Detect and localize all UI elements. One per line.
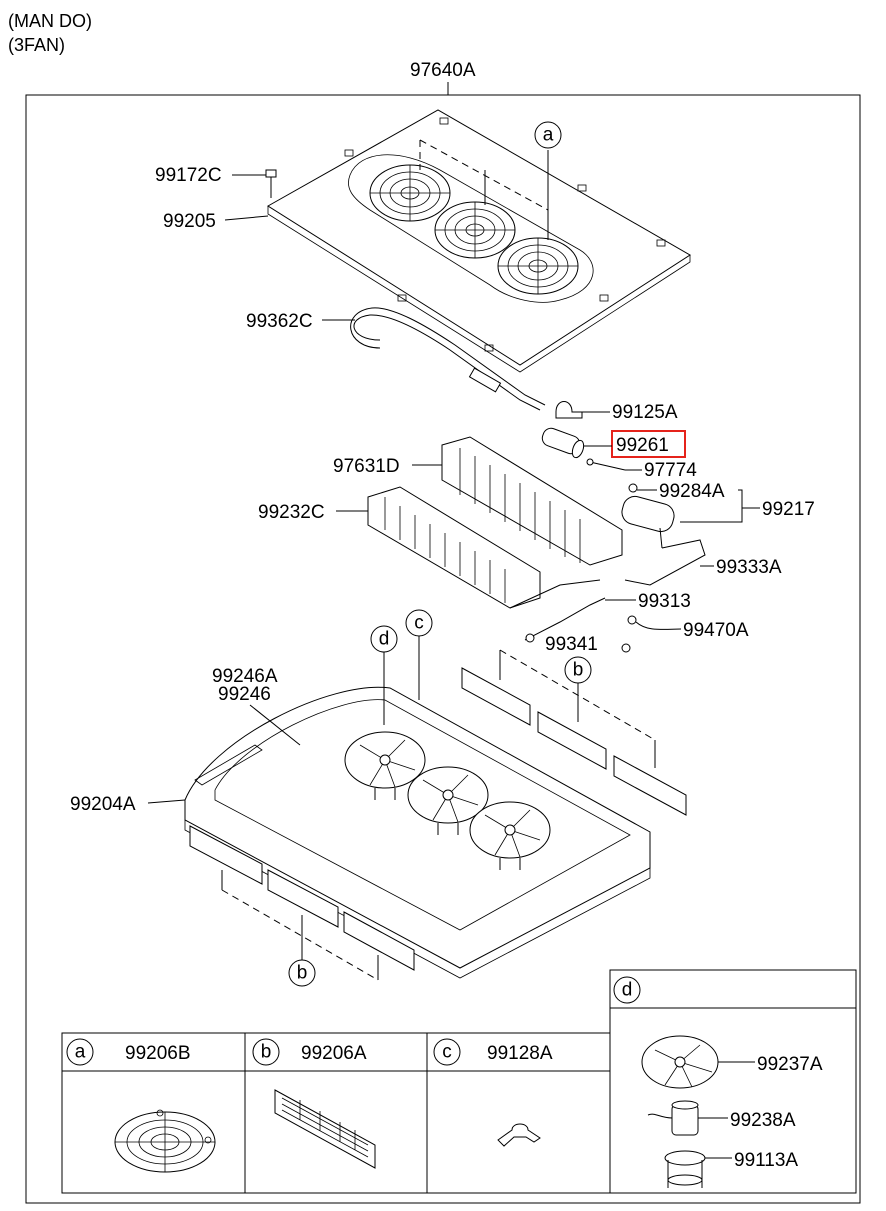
legend-table bbox=[61, 969, 857, 1194]
grille-icon bbox=[369, 164, 451, 222]
svg-text:a: a bbox=[75, 1042, 86, 1063]
legend-c-part: 99128A bbox=[487, 1043, 553, 1064]
receiver-drier-icon bbox=[541, 427, 585, 459]
callout-99217: 99217 bbox=[762, 499, 815, 520]
pipe-icon bbox=[350, 307, 546, 411]
fan-icon bbox=[344, 731, 426, 800]
svg-text:d: d bbox=[622, 980, 633, 1001]
motor-bracket-icon bbox=[664, 1150, 706, 1188]
callout-99333A: 99333A bbox=[716, 557, 782, 578]
grille-icon bbox=[497, 237, 579, 295]
callout-99246: 99246 bbox=[218, 684, 271, 705]
svg-text:b: b bbox=[297, 963, 308, 984]
fan-icon bbox=[407, 766, 489, 835]
callout-99341: 99341 bbox=[545, 634, 598, 655]
callout-97631D: 97631D bbox=[333, 456, 400, 477]
legend-a-part: 99206B bbox=[125, 1043, 191, 1064]
ref-marker-a: a bbox=[534, 121, 562, 149]
legend-d: d 99237A 99238A 99113A bbox=[613, 976, 823, 1188]
fan-icon bbox=[469, 801, 551, 870]
hose-icon bbox=[524, 597, 606, 641]
ref-marker-d: d bbox=[370, 625, 398, 725]
assembly-frame bbox=[25, 94, 861, 1204]
callout-99470A: 99470A bbox=[683, 620, 749, 641]
svg-text:c: c bbox=[442, 1042, 452, 1063]
ref-marker-b: b bbox=[221, 870, 379, 987]
header-line-2: (3FAN) bbox=[8, 35, 65, 55]
pipe-icon bbox=[624, 539, 706, 586]
grille-panel-icon bbox=[274, 1089, 376, 1169]
fan-guard-icon bbox=[114, 1109, 216, 1173]
motor-icon bbox=[647, 1100, 699, 1136]
grille-icon bbox=[434, 201, 516, 259]
callout-99172C: 99172C bbox=[155, 165, 222, 186]
legend-a: a 99206B bbox=[66, 1038, 216, 1173]
legend-d-part-2: 99238A bbox=[730, 1110, 796, 1131]
callout-99205: 99205 bbox=[163, 211, 216, 232]
legend-b: b 99206A bbox=[252, 1038, 376, 1169]
callout-99261: 99261 bbox=[616, 435, 669, 456]
header-line-1: (MAN DO) bbox=[8, 11, 92, 31]
bolt-icon bbox=[265, 169, 277, 198]
callout-99284A: 99284A bbox=[659, 481, 725, 502]
fan-icon bbox=[641, 1035, 719, 1089]
svg-text:b: b bbox=[261, 1042, 272, 1063]
grille-panel-icon bbox=[461, 667, 687, 816]
callout-99204A: 99204A bbox=[70, 794, 136, 815]
clamp-icon bbox=[555, 401, 583, 419]
svg-text:c: c bbox=[414, 613, 424, 634]
legend-b-part: 99206A bbox=[301, 1043, 367, 1064]
assembly-label: 97640A bbox=[410, 60, 476, 81]
highlight-box bbox=[611, 430, 686, 458]
condenser-rear-icon bbox=[441, 436, 623, 566]
callout-99125A: 99125A bbox=[612, 402, 678, 423]
svg-text:a: a bbox=[543, 125, 554, 146]
callout-99246A: 99246A bbox=[212, 666, 278, 687]
clamp-icon bbox=[497, 1123, 541, 1147]
top-cover bbox=[267, 109, 691, 373]
callout-99232C: 99232C bbox=[258, 502, 325, 523]
evaporator-front-icon bbox=[367, 486, 601, 609]
base-frame bbox=[184, 686, 651, 979]
svg-text:b: b bbox=[573, 660, 584, 681]
legend-d-part-1: 99237A bbox=[757, 1054, 823, 1075]
callout-99313: 99313 bbox=[638, 591, 691, 612]
svg-text:d: d bbox=[379, 629, 390, 650]
ref-marker-c: c bbox=[405, 609, 433, 700]
callout-99362C: 99362C bbox=[246, 311, 313, 332]
grille-panel-icon bbox=[189, 825, 415, 971]
legend-d-part-3: 99113A bbox=[734, 1150, 798, 1171]
ref-marker-b: b bbox=[499, 649, 656, 768]
legend-c: c 99128A bbox=[433, 1038, 553, 1147]
callout-97774: 97774 bbox=[644, 460, 697, 481]
valve-assembly-icon bbox=[621, 483, 675, 549]
